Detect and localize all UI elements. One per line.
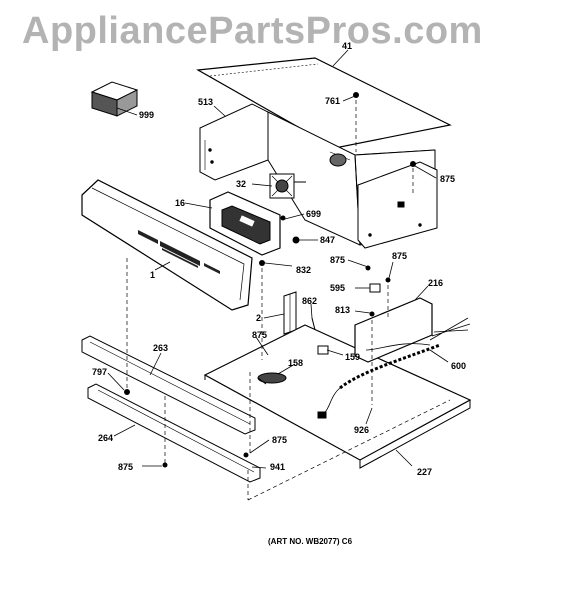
- callout-227: 227: [417, 467, 433, 477]
- callout-595: 595: [330, 283, 346, 293]
- part-159: [317, 345, 329, 355]
- callout-41: 41: [342, 41, 353, 51]
- callout-832: 832: [296, 265, 312, 275]
- callout-699: 699: [306, 209, 322, 219]
- callout-761: 761: [325, 96, 341, 106]
- alignment-lines: [126, 100, 451, 501]
- bottom-tray: [203, 324, 472, 461]
- watermark-text: AppliancePartsPros.com: [22, 10, 483, 52]
- callout-2: 2: [256, 313, 262, 323]
- callout-264: 264: [98, 433, 114, 443]
- trim-263: [81, 335, 256, 435]
- left-side-panel: [199, 103, 269, 181]
- callout-862: 862: [302, 296, 318, 306]
- callout-263: 263: [153, 343, 169, 353]
- leader-lines: [107, 49, 449, 469]
- callout-32: 32: [236, 179, 247, 189]
- callout-875-left: 875: [252, 330, 268, 340]
- callout-926: 926: [354, 425, 370, 435]
- callout-813: 813: [335, 305, 351, 315]
- callout-875-mid: 875: [330, 255, 346, 265]
- callout-1: 1: [150, 270, 156, 280]
- callout-158: 158: [288, 358, 304, 368]
- control-panel-display: [138, 230, 220, 274]
- motor-assembly: [269, 173, 306, 199]
- callout-875-right: 875: [392, 251, 408, 261]
- callout-875-low: 875: [272, 435, 288, 445]
- callout-159: 159: [345, 352, 361, 362]
- wire-harness: [317, 297, 471, 419]
- callout-999: 999: [139, 110, 155, 120]
- part-158: [257, 372, 287, 385]
- callout-600: 600: [451, 361, 467, 371]
- callout-513: 513: [198, 97, 214, 107]
- bracket-595: [369, 283, 381, 293]
- art-number: (ART NO. WB2077) C6: [268, 537, 353, 546]
- callout-16: 16: [175, 198, 186, 208]
- callout-875-bottom: 875: [118, 462, 134, 472]
- trim-264: [87, 383, 261, 483]
- callout-941: 941: [270, 462, 286, 472]
- box-part-999: [90, 81, 139, 117]
- callout-847: 847: [320, 235, 336, 245]
- callout-216: 216: [428, 278, 444, 288]
- callout-875-top: 875: [440, 174, 456, 184]
- callout-797: 797: [92, 367, 108, 377]
- control-board: [209, 191, 281, 256]
